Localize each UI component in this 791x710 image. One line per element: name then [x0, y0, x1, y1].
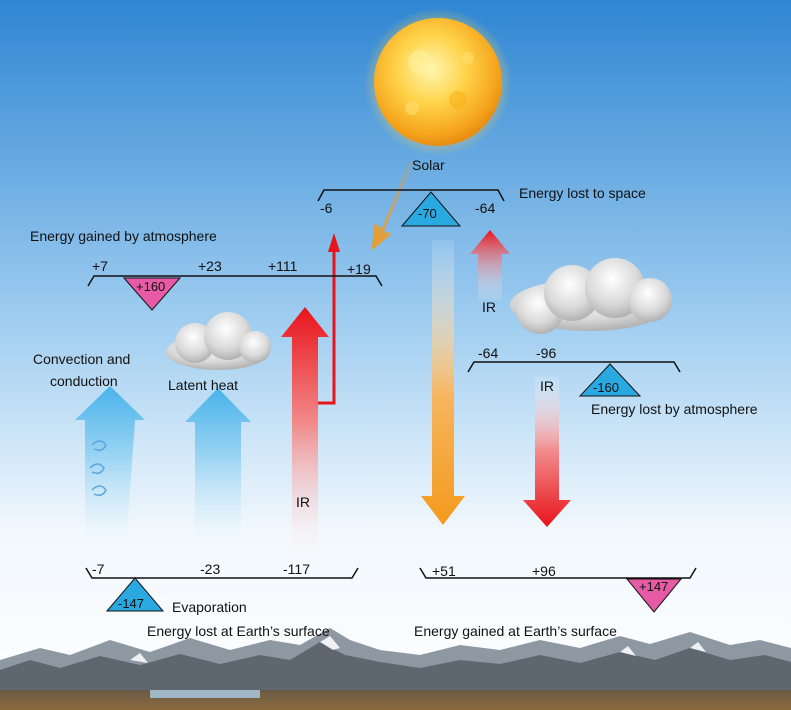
space-balance-beam: [317, 189, 505, 202]
solar-incoming-arrow: [372, 160, 413, 250]
atmosphere-gain-net-triangle: [122, 277, 182, 311]
surface-gain-value-solar: +51: [432, 563, 456, 579]
surface-gain-net-value: +147: [639, 579, 669, 594]
convection-label-line1: Convection and: [33, 351, 131, 367]
evaporation-label: Evaporation: [172, 599, 247, 615]
energy-gained-by-atmosphere-label: Energy gained by atmosphere: [30, 228, 217, 244]
sun-illustration: [364, 8, 512, 156]
atmosphere-gain-net-value: +160: [136, 279, 166, 294]
energy-lost-by-atmosphere-label: Energy lost by atmosphere: [591, 401, 758, 417]
ir-atmosphere-to-space-label: IR: [482, 299, 496, 315]
surface-loss-beam: [85, 567, 359, 579]
surface-loss-value-ir: -117: [283, 561, 310, 577]
surface-loss-value-latent: -23: [200, 561, 221, 577]
atmosphere-loss-value-space: -64: [478, 345, 499, 361]
surface-loss-net-triangle: [105, 577, 165, 612]
ir-to-space-thin-arrow: [318, 250, 336, 405]
convection-label-line2: conduction: [50, 373, 118, 389]
atmosphere-gain-beam: [87, 275, 383, 287]
surface-gain-value-ir: +96: [532, 563, 556, 579]
atmosphere-gain-value-solar: +19: [347, 261, 371, 277]
atmosphere-gain-value-ir: +111: [268, 258, 298, 274]
space-net-triangle: [400, 191, 462, 227]
surface-loss-value-convection: -7: [92, 561, 105, 577]
atmosphere-gain-value-convection: +7: [92, 258, 108, 274]
cloud-right-illustration: [510, 258, 672, 334]
space-net-value: -70: [418, 206, 437, 221]
energy-lost-to-space-label: Energy lost to space: [519, 185, 646, 201]
energy-gained-at-surface-label: Energy gained at Earth’s surface: [414, 623, 617, 639]
surface-gain-net-triangle: [625, 578, 683, 613]
atmosphere-loss-beam: [467, 361, 681, 373]
solar-label: Solar: [412, 157, 445, 173]
space-value-ir: -64: [475, 200, 496, 216]
atmosphere-loss-net-value: -160: [593, 380, 620, 395]
space-value-solar-reflected: -6: [320, 200, 333, 216]
atmosphere-gain-value-latent: +23: [198, 258, 222, 274]
atmosphere-ir-to-space-arrow: [470, 230, 510, 300]
latent-heat-arrow: [185, 388, 251, 560]
convection-arrow: [75, 386, 145, 560]
ir-atmosphere-to-surface-label: IR: [540, 378, 554, 394]
surface-gain-beam: [419, 567, 697, 579]
convection-swirl-icon: [89, 440, 107, 497]
ir-surface-up-label: IR: [296, 494, 310, 510]
atmosphere-loss-value-surface: -96: [536, 345, 557, 361]
solar-to-surface-arrow: [421, 240, 465, 525]
atmosphere-loss-net-triangle: [578, 363, 642, 397]
mountain-landscape: [0, 628, 791, 710]
surface-loss-net-value: -147: [118, 596, 145, 611]
energy-lost-at-surface-label: Energy lost at Earth’s surface: [147, 623, 330, 639]
thin-arrow-head: [328, 233, 340, 252]
cloud-left-illustration: [166, 312, 271, 370]
latent-heat-label: Latent heat: [168, 377, 239, 393]
atmosphere-ir-to-surface-arrow: [523, 376, 571, 527]
surface-ir-arrow: [281, 307, 329, 565]
